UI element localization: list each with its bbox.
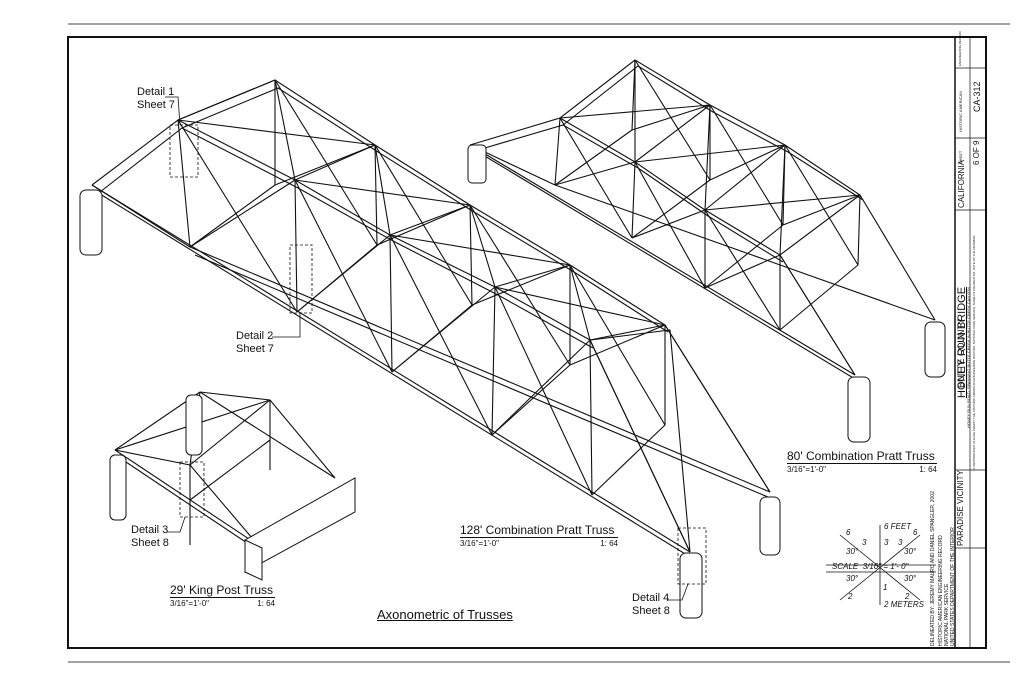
tb-vicinity: PARADISE VICINITY bbox=[956, 470, 965, 546]
graphic-scale bbox=[826, 525, 936, 605]
scale-deg-ul: 30° bbox=[846, 547, 859, 556]
tb-state: CALIFORNIA bbox=[957, 159, 966, 208]
scale-meters-label: 2 METERS bbox=[884, 600, 925, 609]
truss-80-piers bbox=[467, 144, 946, 443]
scale-n2-left: 2 bbox=[848, 592, 853, 601]
tb-note: IF REPRODUCED, PLEASE CREDIT THE HISTORI… bbox=[972, 235, 976, 470]
scale-deg-lr: 30° bbox=[904, 574, 917, 583]
truss-128-title: 128' Combination Pratt Truss bbox=[460, 523, 615, 537]
drawing-title: Axonometric of Trusses bbox=[377, 607, 513, 622]
truss-29-title: 29' King Post Truss bbox=[170, 583, 274, 597]
scale-n3-right: 3 bbox=[898, 538, 903, 547]
tb-record-sub: ENGINEERING RECORD bbox=[958, 31, 962, 66]
tb-sheet-label: SHEET bbox=[958, 150, 963, 164]
tb-record-label: HISTORIC AMERICAN bbox=[958, 90, 963, 132]
tb-survey-number: CA-312 bbox=[972, 81, 982, 112]
truss-128-piers bbox=[79, 189, 781, 619]
scale-n6-right: 6 bbox=[913, 528, 918, 537]
truss-80-scale: 3/16"=1'-0"1: 64 bbox=[787, 463, 937, 474]
tb-location-desc: HONEY RUN ROAD, SPANNING BUTTE CREEK IN … bbox=[966, 287, 971, 428]
truss-29-abutments bbox=[109, 394, 356, 581]
scale-n3-left: 3 bbox=[862, 538, 867, 547]
truss-80-title: 80' Combination Pratt Truss bbox=[787, 449, 935, 463]
title-block-cells bbox=[955, 67, 986, 549]
scale-deg-ll: 30° bbox=[846, 574, 859, 583]
drawing-border bbox=[67, 36, 987, 649]
detail-leader-lines bbox=[165, 96, 689, 601]
tb-delineator: DELINEATED BY: JEREMY MAURO AND DANIEL S… bbox=[930, 491, 936, 646]
detail-callout-boxes bbox=[169, 124, 707, 585]
scale-feet-label: 6 FEET bbox=[884, 522, 912, 531]
truss-128-scale: 3/16"=1'-0"1: 64 bbox=[460, 537, 618, 548]
scale-text: SCALE 3/16" = 1'- 0" bbox=[832, 562, 909, 571]
tb-sheet-number: 6 OF 9 bbox=[972, 140, 981, 165]
truss-128-drawing bbox=[91, 79, 776, 561]
tb-county: BUTTE COUNTY bbox=[956, 317, 966, 388]
truss-80-drawing bbox=[469, 59, 936, 383]
scale-n2-right: 2 bbox=[905, 592, 910, 601]
scale-n3-mid: 3 bbox=[884, 538, 889, 547]
scale-n6-left: 6 bbox=[846, 528, 851, 537]
scale-deg-ur: 30° bbox=[904, 547, 917, 556]
scale-n1: 1 bbox=[883, 583, 888, 592]
truss-29-scale: 3/16"=1'-0"1: 64 bbox=[170, 597, 275, 608]
